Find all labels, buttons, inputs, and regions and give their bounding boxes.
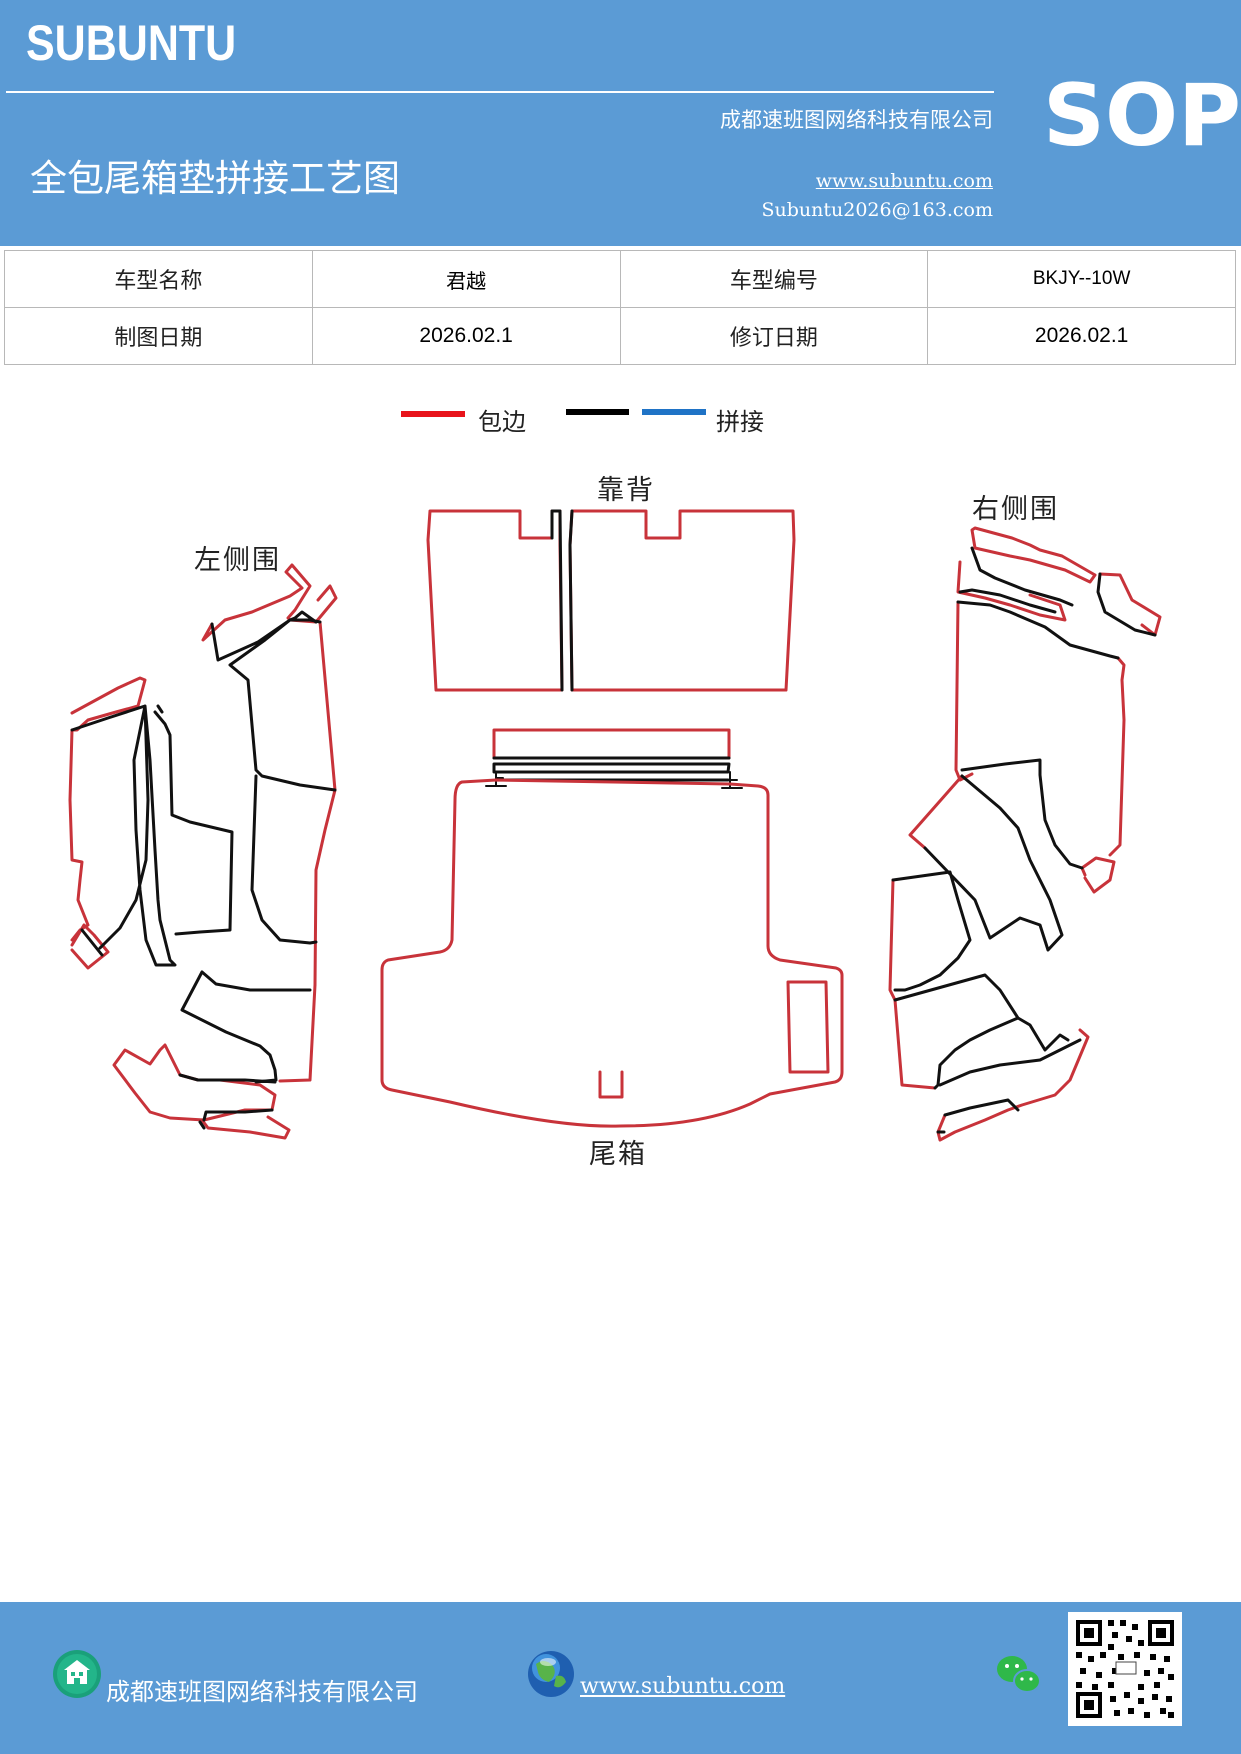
label-model-name: 车型名称 xyxy=(4,250,313,308)
website-link[interactable]: www.subuntu.com xyxy=(815,170,993,192)
backrest-left-panel xyxy=(426,509,564,692)
company-name: 成都速班图网络科技有限公司 xyxy=(720,108,993,132)
header-divider xyxy=(6,91,994,93)
qr-code xyxy=(1068,1612,1182,1726)
wechat-icon xyxy=(997,1656,1041,1693)
footer-banner: 成都速班图网络科技有限公司 www.subuntu.com xyxy=(0,1602,1241,1754)
footer-website-link[interactable]: www.subuntu.com xyxy=(580,1674,786,1699)
footer-icons xyxy=(53,1650,1041,1698)
brand-logo: SUBUNTU xyxy=(26,15,237,71)
right-side-black-seams xyxy=(891,546,1157,1134)
email-address: Subuntu2026@163.com xyxy=(761,199,993,221)
legend-label-edging: 包边 xyxy=(478,408,526,436)
trunk-inset-slot xyxy=(786,980,830,1074)
value-draw-date: 2026.02.1 xyxy=(311,307,621,365)
trunk-main-panel xyxy=(380,778,844,1128)
trunk-notch xyxy=(598,1070,624,1099)
building-icon xyxy=(53,1650,101,1698)
table-row: 制图日期 2026.02.1 修订日期 2026.02.1 xyxy=(4,307,1236,365)
backrest-right-seam xyxy=(568,509,574,692)
legend-label-splice: 拼接 xyxy=(716,408,764,436)
label-revise-date: 修订日期 xyxy=(619,307,929,365)
trunk-top-strip xyxy=(492,728,731,760)
label-model-code: 车型编号 xyxy=(619,250,929,308)
label-trunk: 尾箱 xyxy=(589,1139,647,1170)
qr-code-pattern xyxy=(1076,1620,1174,1718)
backrest-right-panel xyxy=(568,509,796,692)
trunk-strip-seam xyxy=(492,756,731,782)
sop-badge: SOP xyxy=(1043,66,1241,166)
left-side-black-seams xyxy=(70,610,337,1130)
footer-company-name: 成都速班图网络科技有限公司 xyxy=(106,1678,418,1706)
label-draw-date: 制图日期 xyxy=(4,307,313,365)
label-backrest: 靠背 xyxy=(597,475,655,506)
document-title: 全包尾箱垫拼接工艺图 xyxy=(30,157,400,200)
value-model-code: BKJY--10W xyxy=(927,250,1236,308)
label-right-side: 右侧围 xyxy=(972,494,1059,525)
value-revise-date: 2026.02.1 xyxy=(927,307,1236,365)
header-banner: SUBUNTU 成都速班图网络科技有限公司 全包尾箱垫拼接工艺图 www.sub… xyxy=(0,0,1241,246)
backrest-left-seam xyxy=(550,509,564,692)
table-row: 车型名称 君越 车型编号 BKJY--10W xyxy=(4,250,1236,308)
left-side-red-edges xyxy=(68,563,338,1140)
vehicle-info-table: 车型名称 君越 车型编号 BKJY--10W 制图日期 2026.02.1 修订… xyxy=(4,250,1236,365)
value-model-name: 君越 xyxy=(311,250,621,308)
label-left-side: 左侧围 xyxy=(194,545,281,576)
globe-icon xyxy=(528,1651,574,1697)
